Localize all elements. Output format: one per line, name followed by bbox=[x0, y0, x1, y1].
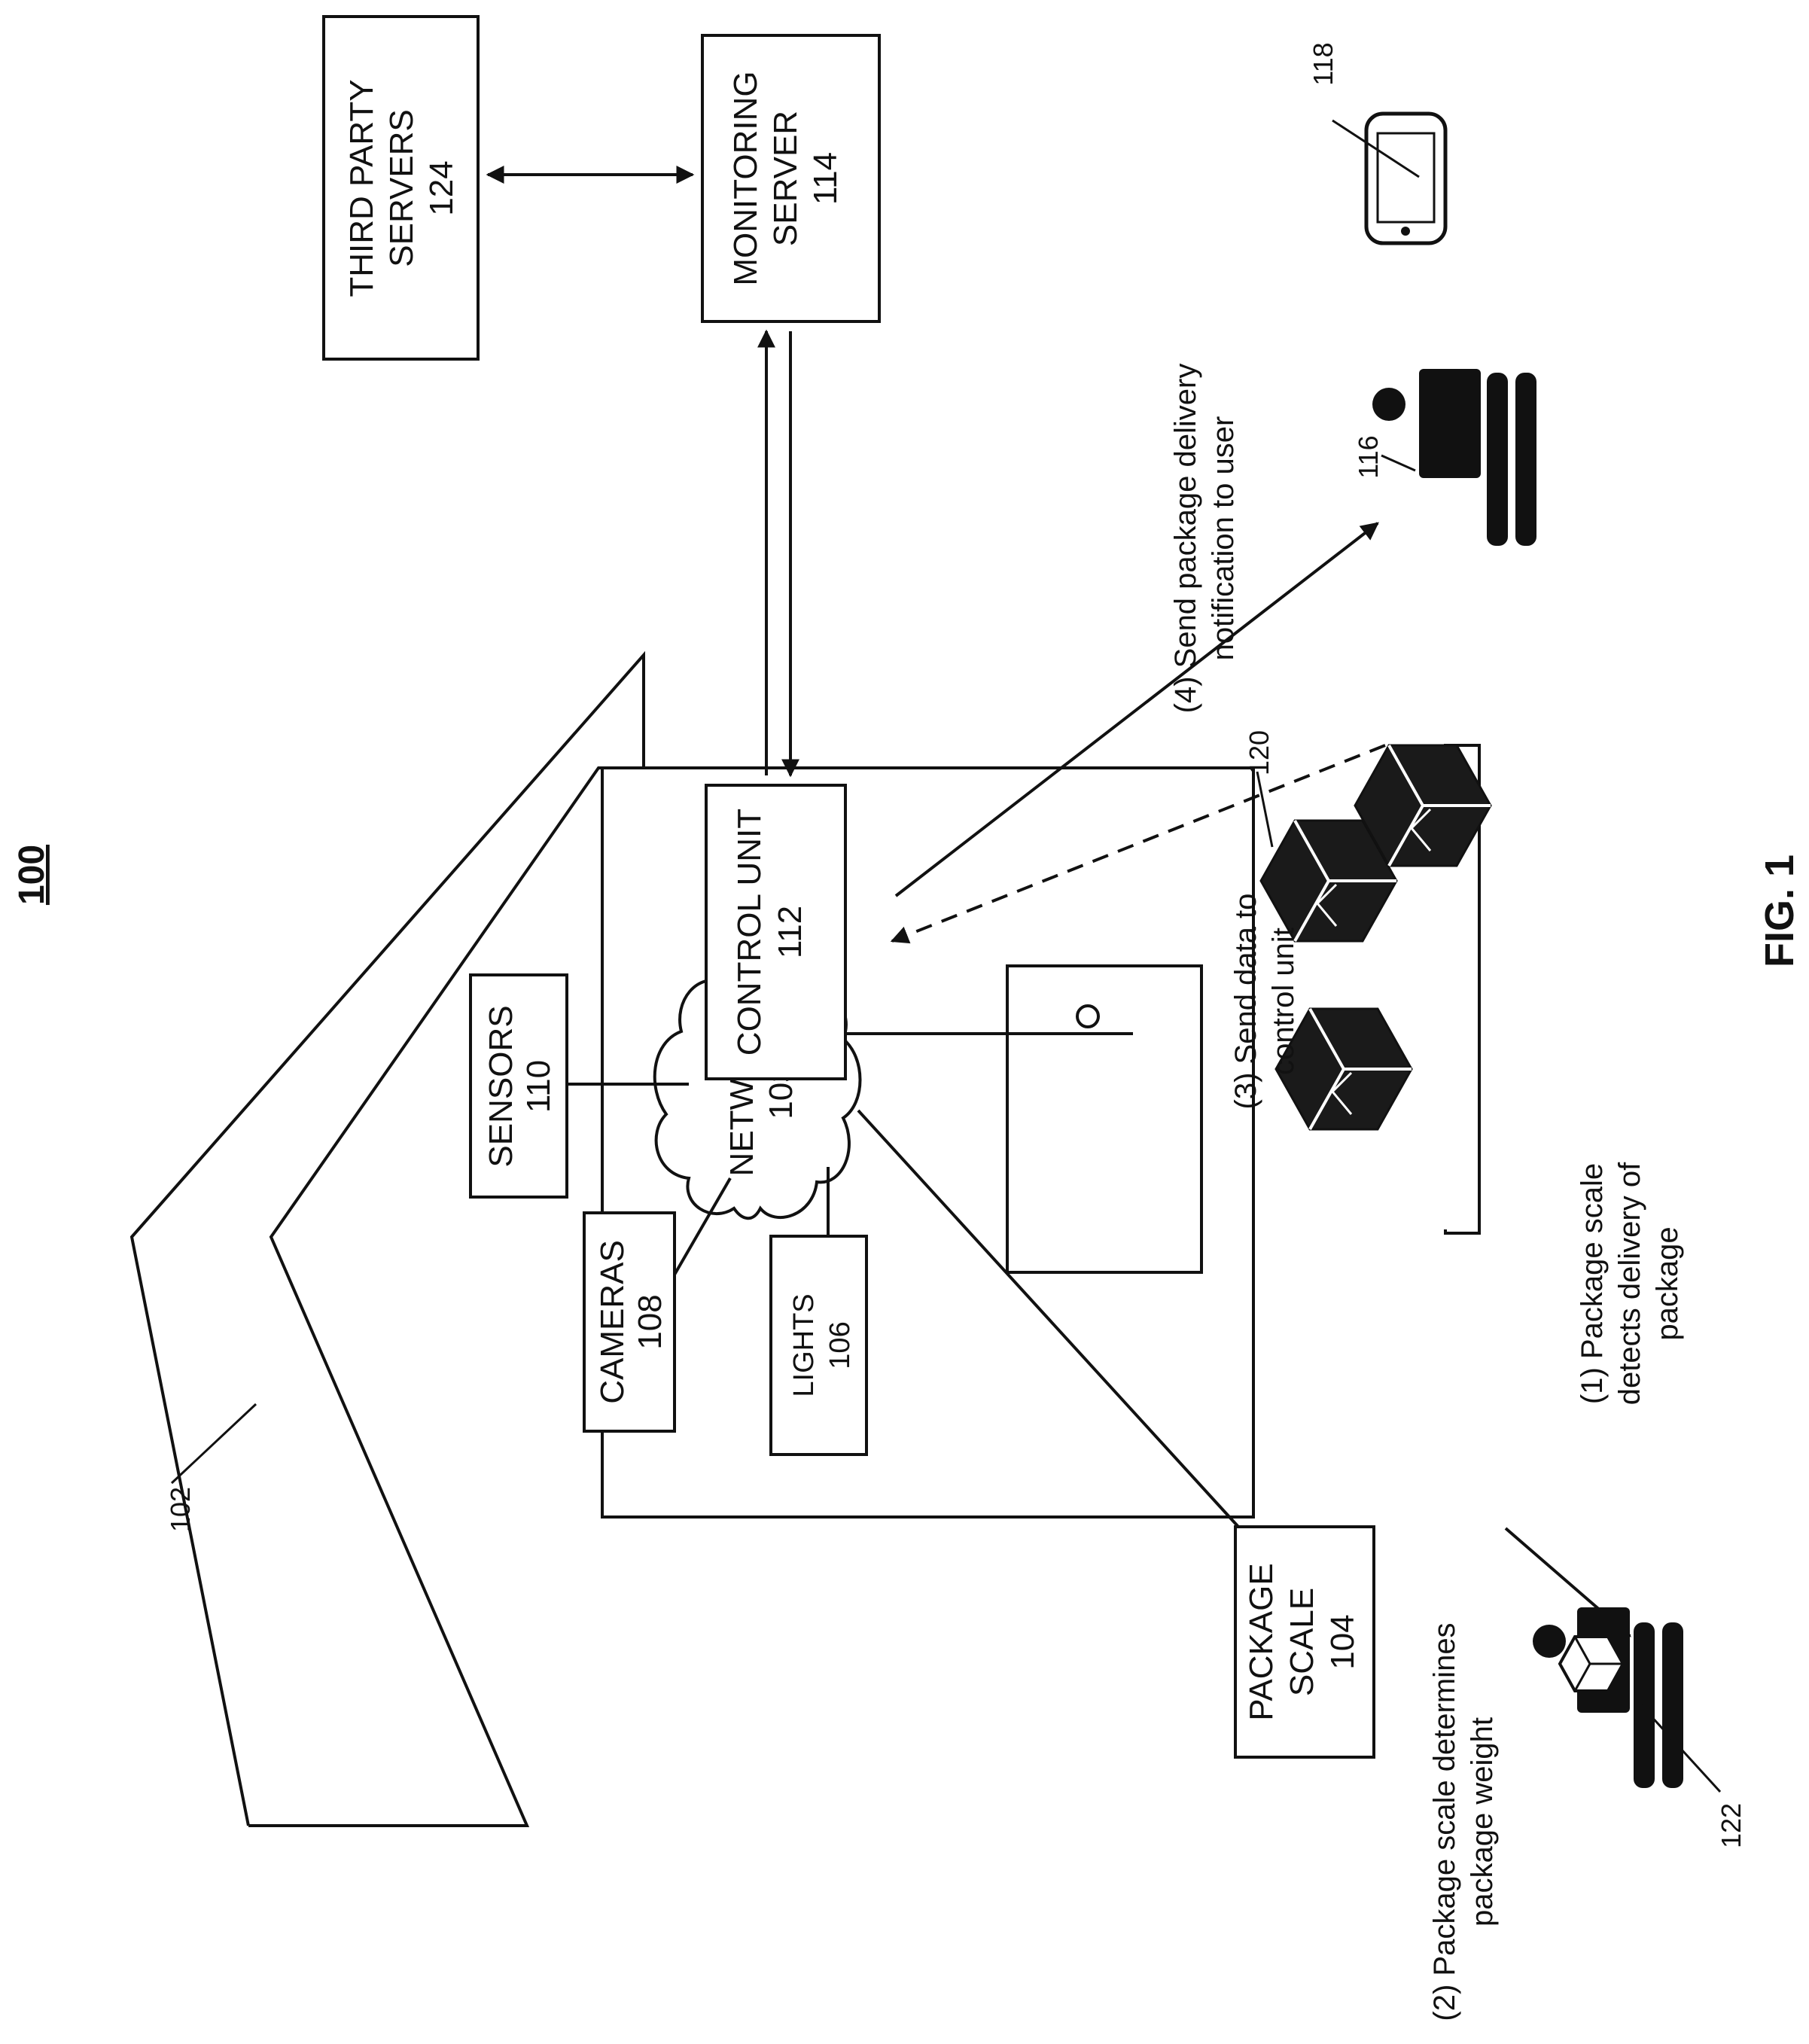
control-unit-name: CONTROL UNIT bbox=[731, 809, 768, 1056]
cameras-ref: 108 bbox=[632, 1294, 668, 1349]
user-ref-group: 116 bbox=[1353, 435, 1415, 478]
package-scale-ref: 104 bbox=[1324, 1614, 1361, 1669]
courier-ref-group: 122 bbox=[1641, 1705, 1747, 1848]
house-ref: 102 bbox=[165, 1487, 196, 1532]
monitoring-server-box: MONITORING SERVER 114 bbox=[702, 35, 879, 321]
step-3-line1: (3) Send data to bbox=[1229, 894, 1262, 1110]
sensors-ref: 110 bbox=[520, 1060, 557, 1113]
step-1-label: (1) Package scale detects delivery of pa… bbox=[1576, 1162, 1684, 1405]
phone-ref: 118 bbox=[1308, 42, 1338, 85]
step-2-line2: package weight bbox=[1466, 1717, 1499, 1927]
step-1-line2: detects delivery of bbox=[1613, 1162, 1646, 1405]
step-4-line1: (4) Send package delivery bbox=[1169, 364, 1202, 714]
step-2-label: (2) Package scale determines package wei… bbox=[1428, 1622, 1499, 2021]
packages-ref-group: 120 bbox=[1244, 730, 1275, 847]
package-scale-name-line1: PACKAGE bbox=[1243, 1563, 1280, 1720]
control-unit-ref: 112 bbox=[772, 906, 809, 958]
packages-ref: 120 bbox=[1244, 730, 1275, 775]
sensors-name: SENSORS bbox=[483, 1005, 519, 1167]
monitoring-server-name-line1: MONITORING bbox=[727, 71, 764, 285]
rotated-diagram: 100 FIG. 1 102 PACKAGE SCALE 104 bbox=[12, 17, 1802, 2021]
control-monitor-arrows bbox=[766, 331, 790, 775]
door bbox=[1007, 966, 1201, 1272]
third-party-ref: 124 bbox=[423, 160, 460, 215]
phone-icon bbox=[1366, 114, 1445, 243]
package-scale-name-line2: SCALE bbox=[1284, 1588, 1320, 1696]
courier-ref: 122 bbox=[1716, 1803, 1747, 1848]
third-party-name-line1: THIRD PARTY bbox=[343, 79, 380, 297]
step-1-line1: (1) Package scale bbox=[1576, 1163, 1609, 1404]
step-1-line3: package bbox=[1651, 1226, 1684, 1340]
lights-ref: 106 bbox=[824, 1321, 856, 1369]
control-unit-box: CONTROL UNIT 112 bbox=[706, 785, 845, 1079]
third-party-name-line2: SERVERS bbox=[383, 109, 420, 267]
figure-number: 100 bbox=[12, 845, 52, 905]
step-3-line2: control unit bbox=[1267, 928, 1300, 1075]
courier-figure bbox=[1533, 1607, 1683, 1788]
cameras-name: CAMERAS bbox=[594, 1240, 631, 1404]
figure-caption: FIG. 1 bbox=[1757, 854, 1802, 967]
user-figure bbox=[1372, 369, 1536, 546]
step-4-label: (4) Send package delivery notification t… bbox=[1169, 364, 1240, 714]
sensors-box: SENSORS 110 bbox=[471, 975, 567, 1197]
user-ref: 116 bbox=[1353, 435, 1384, 478]
cameras-link bbox=[675, 1178, 730, 1275]
third-party-servers-box: THIRD PARTY SERVERS 124 bbox=[324, 17, 478, 359]
step-2-line1: (2) Package scale determines bbox=[1428, 1622, 1461, 2021]
lights-name: LIGHTS bbox=[788, 1293, 820, 1397]
lights-box: LIGHTS 106 bbox=[771, 1236, 866, 1455]
monitoring-server-name-line2: SERVER bbox=[767, 111, 804, 246]
step-4-line2: notification to user bbox=[1207, 416, 1240, 661]
monitoring-server-ref: 114 bbox=[807, 152, 844, 205]
cameras-box: CAMERAS 108 bbox=[584, 1213, 675, 1431]
package-scale-box: PACKAGE SCALE 104 bbox=[1235, 1527, 1374, 1757]
